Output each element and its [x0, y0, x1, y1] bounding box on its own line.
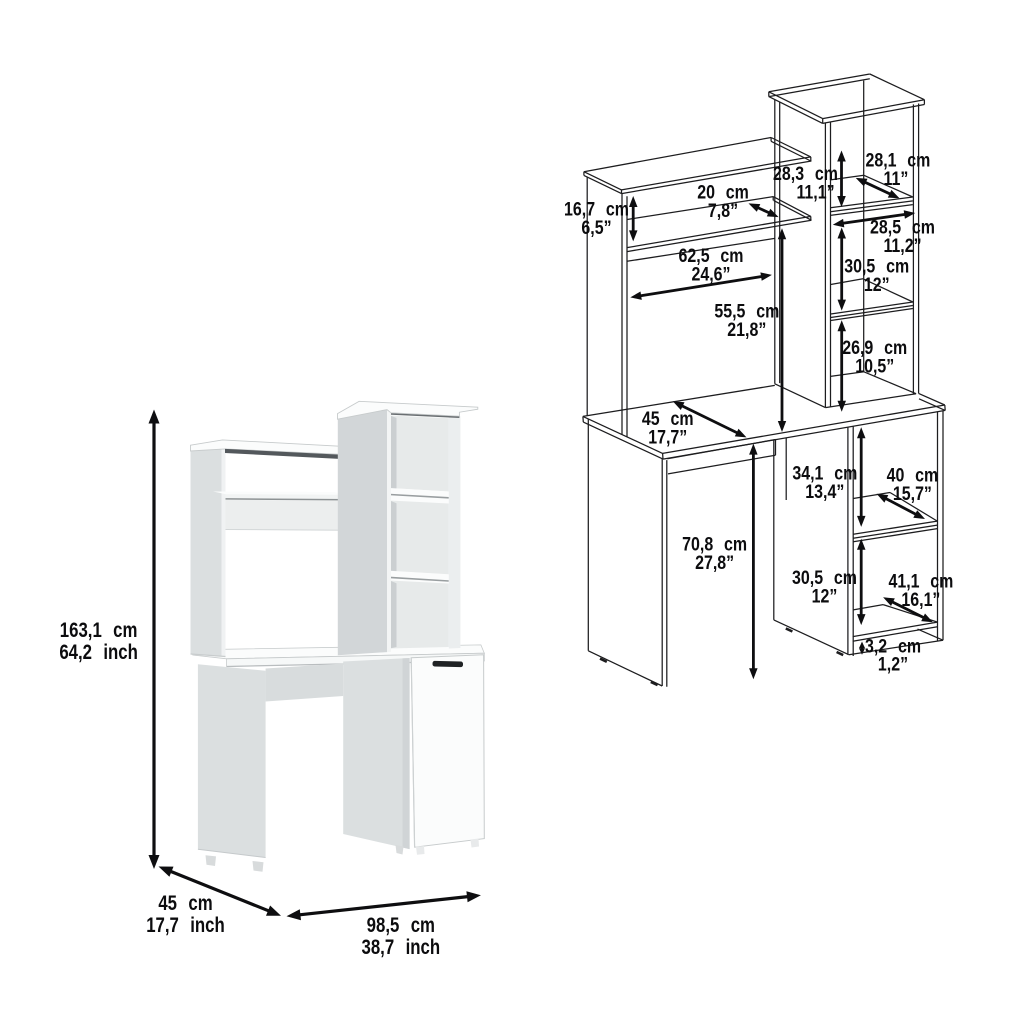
svg-text:62,5 cm: 62,5 cm — [679, 245, 744, 267]
svg-text:11”: 11” — [883, 168, 908, 190]
svg-text:41,1 cm: 41,1 cm — [888, 570, 953, 592]
svg-text:163,1 cm: 163,1 cm — [60, 619, 138, 642]
svg-text:7,8”: 7,8” — [708, 200, 738, 222]
svg-text:17,7”: 17,7” — [648, 426, 687, 448]
svg-text:10,5”: 10,5” — [855, 355, 894, 377]
svg-text:12”: 12” — [864, 273, 890, 295]
svg-text:27,8”: 27,8” — [695, 552, 734, 574]
svg-text:20 cm: 20 cm — [697, 181, 749, 203]
svg-text:40 cm: 40 cm — [887, 464, 939, 486]
svg-text:24,6”: 24,6” — [691, 263, 730, 285]
svg-text:12”: 12” — [812, 585, 838, 607]
svg-text:28,5 cm: 28,5 cm — [870, 216, 935, 238]
svg-text:3,2 cm: 3,2 cm — [865, 635, 921, 657]
svg-text:28,1 cm: 28,1 cm — [865, 149, 930, 171]
svg-text:11,1”: 11,1” — [796, 181, 834, 203]
svg-text:13,4”: 13,4” — [805, 480, 844, 502]
svg-text:98,5 cm: 98,5 cm — [367, 914, 435, 937]
svg-text:45 cm: 45 cm — [642, 407, 694, 429]
svg-text:55,5 cm: 55,5 cm — [714, 300, 779, 322]
svg-text:70,8 cm: 70,8 cm — [682, 533, 747, 555]
svg-text:1,2”: 1,2” — [878, 653, 908, 675]
svg-text:6,5”: 6,5” — [581, 217, 611, 239]
svg-text:34,1 cm: 34,1 cm — [792, 462, 857, 484]
svg-text:26,9 cm: 26,9 cm — [842, 337, 907, 359]
svg-text:64,2 inch: 64,2 inch — [59, 641, 138, 664]
svg-text:16,7 cm: 16,7 cm — [564, 198, 629, 220]
svg-text:38,7 inch: 38,7 inch — [362, 936, 441, 959]
svg-text:45 cm: 45 cm — [158, 892, 212, 915]
svg-text:30,5 cm: 30,5 cm — [844, 255, 909, 277]
svg-text:16,1”: 16,1” — [901, 589, 940, 611]
svg-text:30,5 cm: 30,5 cm — [792, 567, 857, 589]
svg-text:21,8”: 21,8” — [727, 319, 766, 341]
svg-text:15,7”: 15,7” — [893, 483, 932, 505]
svg-text:17,7 inch: 17,7 inch — [146, 914, 225, 937]
svg-text:28,3 cm: 28,3 cm — [773, 163, 838, 185]
svg-text:11,2”: 11,2” — [883, 235, 921, 257]
